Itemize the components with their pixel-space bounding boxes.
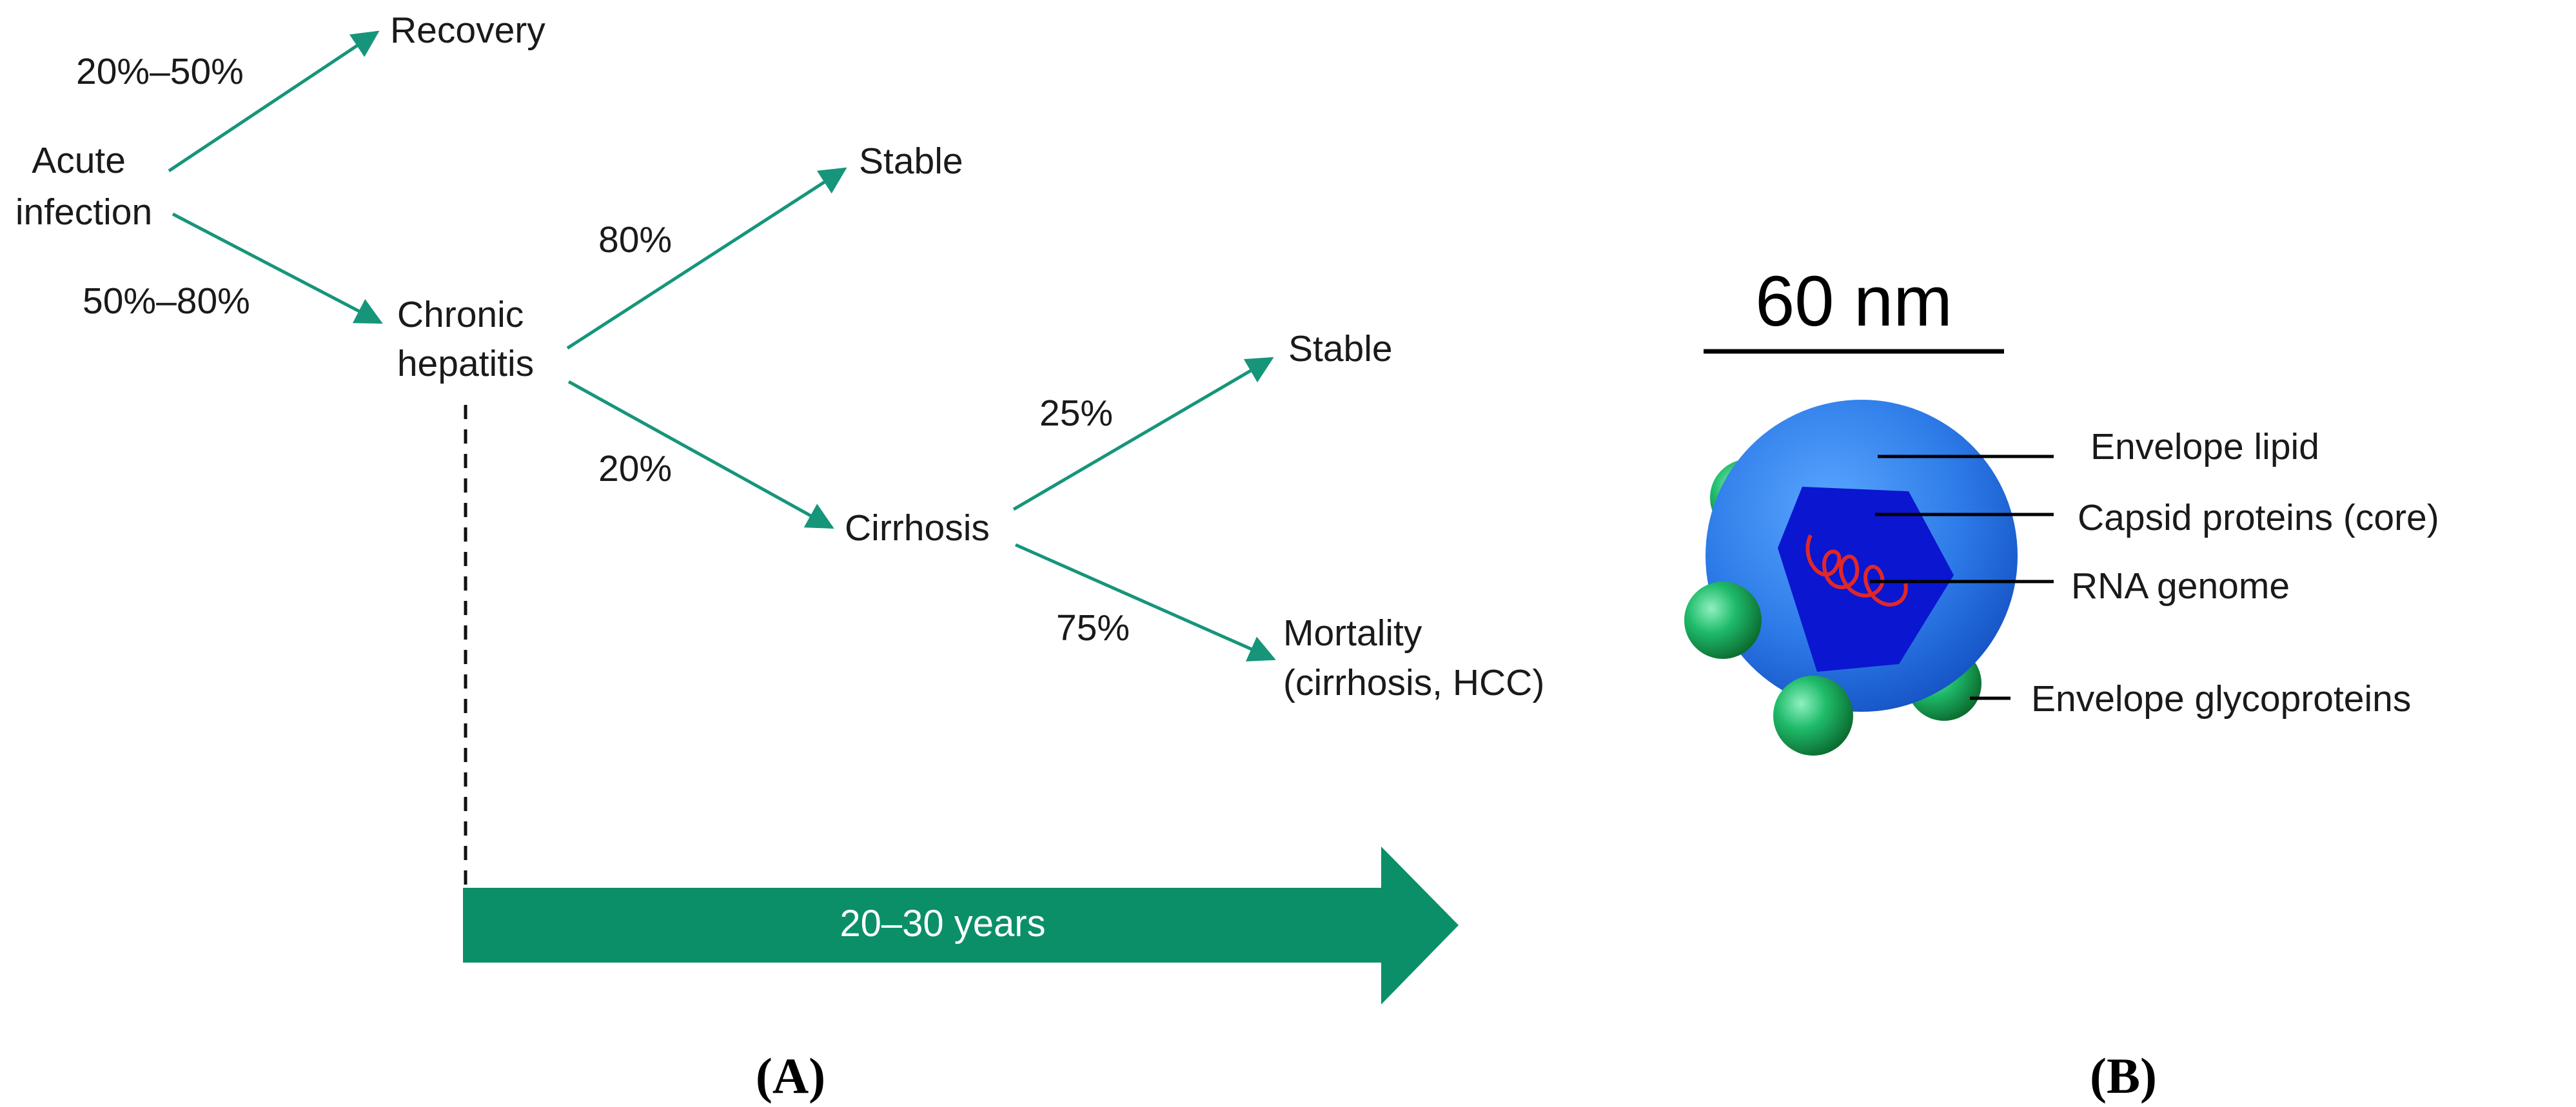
arrow-acute-to-chronic: [172, 212, 383, 324]
panel-b-label: (B): [2090, 1048, 2157, 1104]
scale-label: 60 nm: [1755, 262, 1952, 341]
pct-chronic: 50%–80%: [83, 280, 250, 322]
rna-genome: [1805, 534, 1908, 607]
label-rna: RNA genome: [2071, 565, 2290, 607]
label-glycoproteins: Envelope glycoproteins: [2031, 678, 2411, 720]
arrow-acute-to-recovery: [168, 30, 380, 173]
label-envelope-lipid: Envelope lipid: [2090, 426, 2319, 467]
node-stable-1: Stable: [859, 141, 963, 182]
timeline-arrow: [463, 847, 1459, 1004]
timeline-label: 20–30 years: [840, 903, 1045, 945]
arrow-chronic-to-stable: [566, 167, 847, 350]
glycoprotein-bottom: [1773, 676, 1853, 756]
node-recovery: Recovery: [390, 10, 546, 51]
node-stable-2: Stable: [1288, 328, 1393, 369]
pct-recovery: 20%–50%: [76, 51, 244, 92]
arrow-chronic-to-cirrhosis: [567, 380, 834, 529]
arrow-cirrhosis-to-mortality: [1014, 543, 1276, 661]
panel-a: 20–30 years Acute infection Recovery Chr…: [15, 10, 1544, 1104]
arrow-cirrhosis-to-stable: [1012, 357, 1274, 511]
node-cirrhosis: Cirrhosis: [845, 507, 990, 549]
pct-stable-1: 80%: [598, 219, 672, 260]
pct-mortality: 75%: [1056, 607, 1130, 649]
node-acute-infection: Acute infection: [15, 140, 152, 233]
node-mortality: Mortality (cirrhosis, HCC): [1283, 612, 1544, 703]
node-chronic-hepatitis: Chronic hepatitis: [397, 294, 534, 384]
panel-b: 60 nm Envelope lipid Capsid proteins (co…: [1684, 262, 2439, 1104]
pct-cirrhosis: 20%: [598, 448, 672, 489]
panel-a-label: (A): [756, 1048, 825, 1104]
pct-stable-2: 25%: [1039, 393, 1113, 434]
glycoprotein-left: [1684, 582, 1762, 659]
label-capsid: Capsid proteins (core): [2078, 497, 2439, 538]
